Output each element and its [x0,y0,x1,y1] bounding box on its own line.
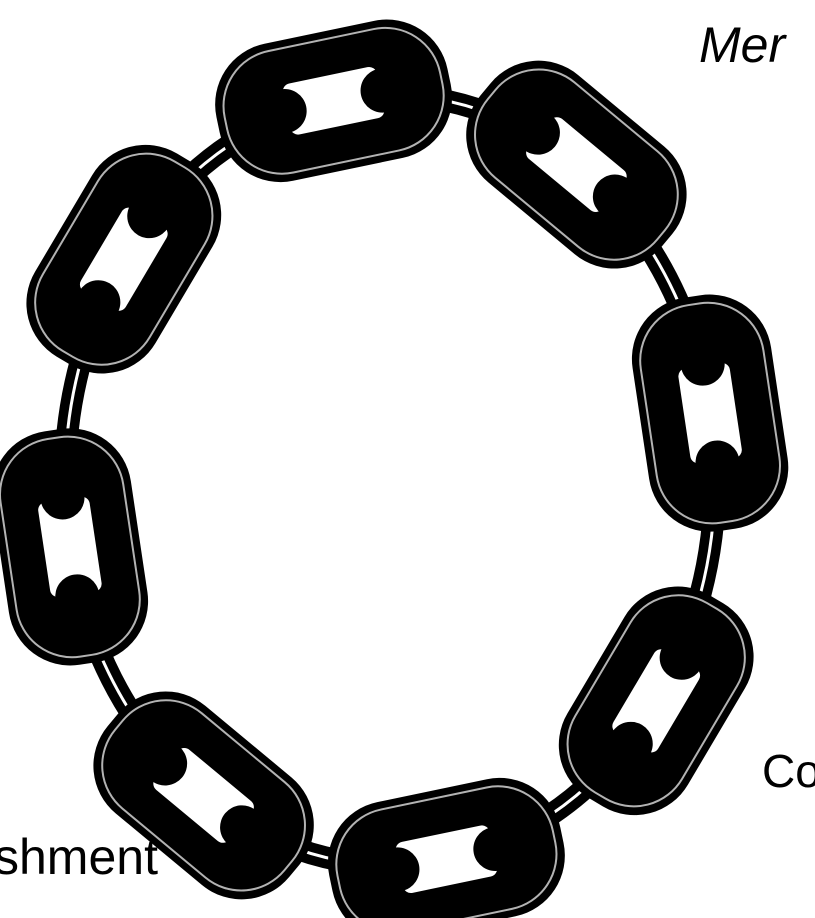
label-right-partial: Co [762,748,815,794]
label-bottom-partial: shment [0,832,158,882]
chain-link [623,286,796,540]
chain-link [0,420,157,674]
chain-link [204,8,464,193]
label-top-partial: Mer [699,20,785,70]
chain-link [441,35,712,293]
chain-links [0,8,797,918]
chain-link [317,767,577,918]
